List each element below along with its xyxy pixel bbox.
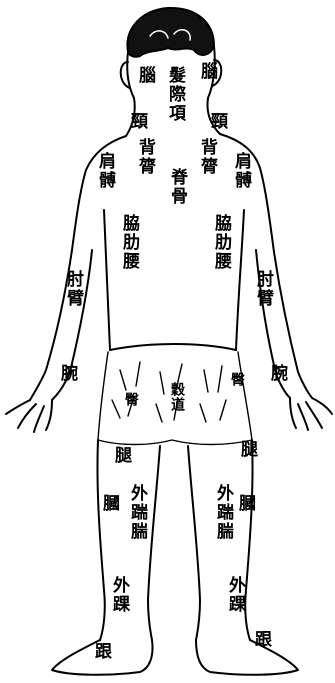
label-shoulder-right: 肩髆 xyxy=(232,152,249,190)
label-calf-left: 外踹腨 xyxy=(128,484,145,541)
label-head-center: 髮際項 xyxy=(166,66,183,123)
right-hand xyxy=(290,398,332,430)
label-head-right: 腦 xyxy=(198,62,215,81)
right-foot xyxy=(196,640,298,675)
label-calf-right: 外踹腨 xyxy=(214,484,231,541)
label-buttock-center: 穀道 xyxy=(170,382,184,412)
label-head-left: 腦 xyxy=(136,66,153,85)
label-shoulder-left: 肩髆 xyxy=(96,152,113,190)
label-flank-left: 脇肋腰 xyxy=(120,214,137,271)
label-buttock-left: 臀 xyxy=(124,392,138,407)
label-neck-right: 頸 xyxy=(208,112,225,131)
label-neck-left: 頸 xyxy=(128,112,145,131)
label-knee-back-left: 膕 xyxy=(100,494,117,513)
label-arm-right: 肘臂 xyxy=(254,270,271,308)
label-heel-left: 跟 xyxy=(92,642,109,661)
left-hand xyxy=(6,400,52,432)
label-back-left: 背膂 xyxy=(136,138,153,176)
label-thigh-right: 腿 xyxy=(238,440,255,459)
label-heel-right: 跟 xyxy=(252,630,269,649)
label-arm-left: 肘臂 xyxy=(64,270,81,308)
label-thigh-left: 腿 xyxy=(112,446,129,465)
label-back-right: 背膂 xyxy=(198,138,215,176)
label-spine: 脊骨 xyxy=(168,168,185,206)
label-ankle-left: 外踝 xyxy=(110,576,127,614)
label-wrist-right: 腕 xyxy=(268,364,285,383)
label-wrist-left: 腕 xyxy=(58,364,75,383)
waistband xyxy=(110,344,236,350)
label-buttock-right: 臀 xyxy=(230,372,244,387)
label-knee-back-right: 膕 xyxy=(236,494,253,513)
label-flank-right: 脇肋腰 xyxy=(212,214,229,271)
hair xyxy=(127,8,214,57)
label-ankle-right: 外踝 xyxy=(226,576,243,614)
